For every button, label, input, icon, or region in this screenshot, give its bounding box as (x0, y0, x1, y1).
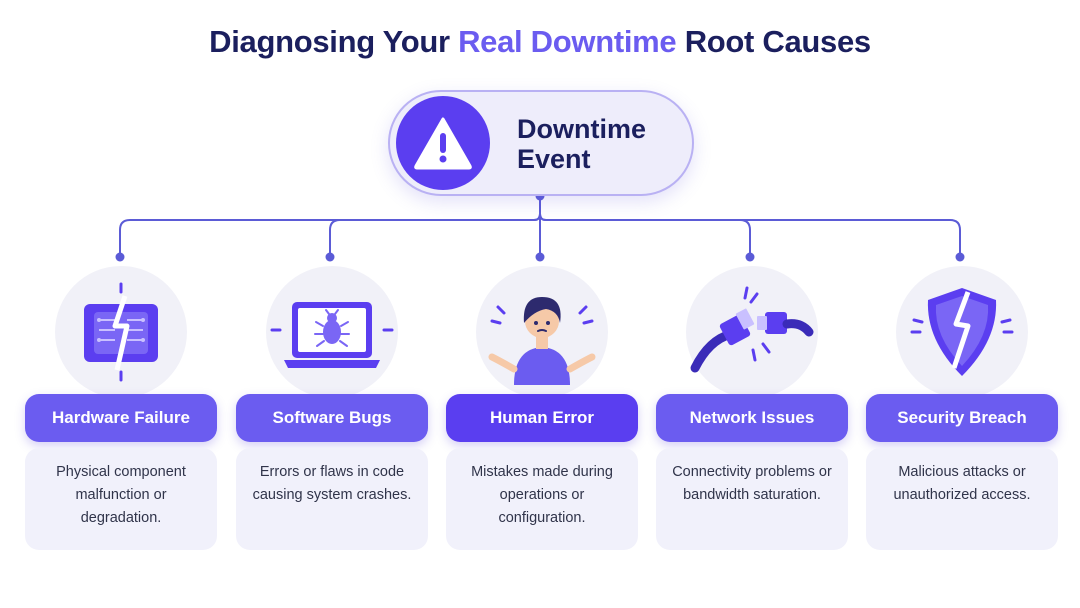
cause-description: Malicious attacks or unauthorized access… (866, 448, 1058, 550)
cause-label: Network Issues (656, 394, 848, 442)
cause-icon-circle (896, 266, 1028, 398)
warning-triangle-icon (396, 96, 490, 190)
title-accent: Real Downtime (458, 24, 677, 59)
cause-hardware-failure: Hardware Failure Physical component malf… (25, 266, 217, 550)
laptop-bug-icon (270, 302, 394, 368)
connector-dot-hardware (115, 252, 125, 262)
cause-icon-circle (686, 266, 818, 398)
cause-description: Errors or flaws in code causing system c… (236, 448, 428, 550)
title-prefix: Diagnosing Your (209, 24, 459, 59)
cause-label: Human Error (446, 394, 638, 442)
downtime-event-node: Downtime Event (388, 90, 694, 196)
broken-chip-icon (84, 282, 158, 382)
connector-dot-security (955, 252, 965, 262)
cause-security-breach: Security Breach Malicious attacks or una… (866, 266, 1058, 550)
cause-software-bugs: Software Bugs Errors or flaws in code ca… (236, 266, 428, 550)
connector-branch-right (539, 213, 961, 258)
connector-dot-software (325, 252, 335, 262)
cause-label: Hardware Failure (25, 394, 217, 442)
cause-network-issues: Network Issues Connectivity problems or … (656, 266, 848, 550)
cause-description: Connectivity problems or bandwidth satur… (656, 448, 848, 550)
page-title: Diagnosing Your Real Downtime Root Cause… (0, 24, 1080, 60)
cause-human-error: Human Error Mistakes made during operati… (446, 266, 638, 550)
event-label: Downtime Event (517, 114, 647, 174)
cause-label: Software Bugs (236, 394, 428, 442)
cause-icon-circle (55, 266, 187, 398)
unplugged-cable-icon (690, 286, 814, 373)
cause-description: Mistakes made during operations or confi… (446, 448, 638, 550)
confused-person-icon (488, 297, 596, 385)
cause-icon-circle (476, 266, 608, 398)
cause-icon-circle (266, 266, 398, 398)
connector-dot-network (745, 252, 755, 262)
cause-description: Physical component malfunction or degrad… (25, 448, 217, 550)
cause-label: Security Breach (866, 394, 1058, 442)
broken-shield-icon (910, 288, 1014, 376)
title-suffix: Root Causes (676, 24, 871, 59)
connector-branch-left-inner (329, 213, 541, 258)
connector-dot-human (535, 252, 545, 262)
